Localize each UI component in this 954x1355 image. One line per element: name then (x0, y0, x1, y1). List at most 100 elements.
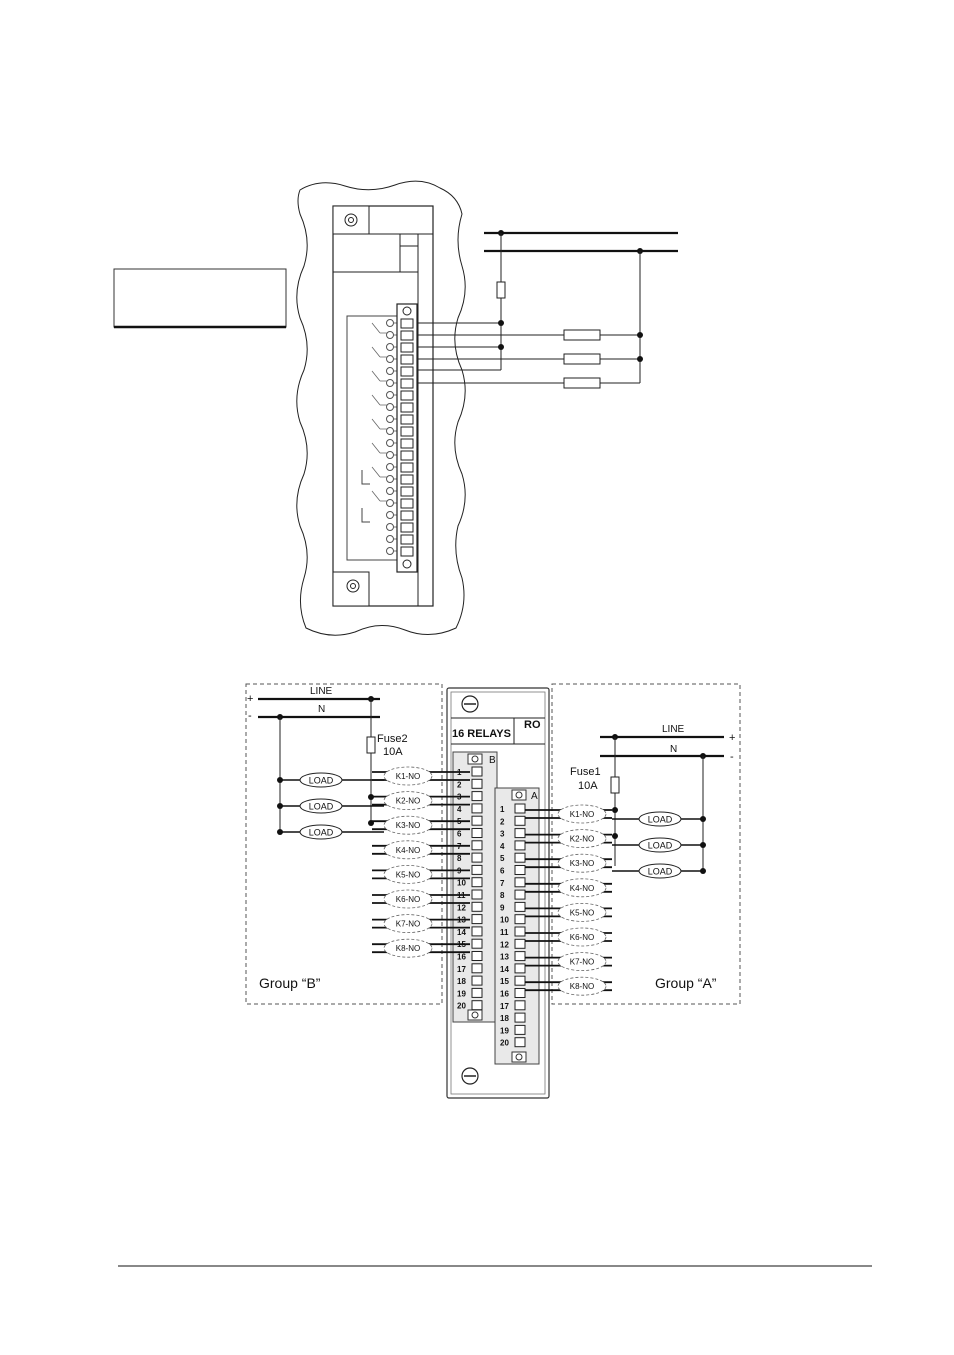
top-wiring-diagram (113, 180, 678, 636)
terminal-number: 19 (457, 989, 466, 998)
terminal-screw (471, 963, 483, 974)
relay-contact-symbol (371, 442, 387, 454)
terminal-screw (471, 803, 483, 814)
top-terminal (400, 402, 414, 413)
top-terminal (400, 534, 414, 545)
terminal-screw (514, 926, 526, 937)
terminal-screw (514, 852, 526, 863)
load-label: LOAD (309, 802, 334, 812)
terminal-screw (514, 840, 526, 851)
relay-contact-symbol (371, 490, 387, 502)
terminal-screw (471, 791, 483, 802)
top-terminal (400, 414, 414, 425)
terminal-number: 7 (500, 879, 505, 888)
top-load-1 (563, 329, 601, 341)
contact-terminal (386, 511, 394, 519)
line-label-a: LINE (662, 724, 685, 735)
terminal-screw (514, 815, 526, 826)
contact-terminal (386, 367, 394, 375)
top-terminal (400, 426, 414, 437)
top-terminal (400, 378, 414, 389)
terminal-number: 20 (457, 1002, 466, 1011)
terminal-screw (514, 901, 526, 912)
contact-terminal (386, 331, 394, 339)
load (299, 798, 343, 814)
terminal-number: 8 (500, 891, 505, 900)
top-load-2 (563, 353, 601, 365)
relay-label: K3-NO (396, 821, 420, 830)
relay-contact (383, 938, 433, 958)
terminal-number: 15 (500, 977, 509, 986)
top-terminal (400, 522, 414, 533)
load (638, 863, 682, 879)
terminal-number: 12 (500, 940, 509, 949)
fuse2 (366, 736, 376, 754)
module-title: 16 RELAYS (452, 728, 511, 740)
top-terminal (400, 462, 414, 473)
connector-b-label: B (489, 755, 496, 766)
terminal-number: 9 (500, 903, 505, 912)
relay-contact-symbol (371, 394, 387, 406)
fuse2-rating: 10A (383, 746, 403, 758)
terminal-number: 16 (457, 953, 466, 962)
terminal-number: 17 (500, 1002, 509, 1011)
plus-sign-b: + (247, 693, 253, 705)
top-screw-icon (344, 213, 358, 227)
terminal-screw (471, 852, 483, 863)
top-terminal (400, 354, 414, 365)
terminal-screw (514, 951, 526, 962)
load-label: LOAD (309, 776, 334, 786)
relay-contact (383, 791, 433, 810)
fuse2-name: Fuse2 (377, 733, 408, 745)
relay-contact-symbol (371, 418, 387, 430)
junction (368, 794, 374, 800)
relay-label: K2-NO (396, 797, 420, 806)
group-b-label: Group “B” (259, 975, 321, 991)
contact-terminal (386, 499, 394, 507)
terminal-screw (514, 1000, 526, 1011)
relay-contact (383, 889, 433, 909)
terminal-number: 4 (500, 842, 505, 851)
terminal-screw (514, 1037, 526, 1048)
bottom-screw-icon (346, 579, 360, 593)
terminal-number: 14 (500, 965, 509, 974)
terminal-screw (514, 988, 526, 998)
top-terminal (400, 450, 414, 461)
neutral-label-a: N (670, 744, 677, 755)
contact-terminal (386, 475, 394, 483)
relay-label: K1-NO (570, 810, 594, 819)
relay-contact-symbol (371, 466, 387, 478)
terminal-number: 6 (457, 830, 462, 839)
terminal-number: 12 (457, 903, 466, 912)
relay-contact (383, 840, 433, 860)
minus-sign-a: - (730, 751, 734, 763)
top-terminal (400, 390, 414, 401)
junction (277, 803, 283, 809)
terminal-screw (471, 926, 483, 937)
top-terminal (400, 330, 414, 341)
terminal-screw (514, 975, 526, 986)
terminal-number: 18 (457, 977, 466, 986)
relay-contact (557, 878, 607, 898)
load (299, 824, 343, 840)
terminal-screw (471, 1000, 483, 1011)
top-terminal (400, 318, 414, 329)
relay-contact (557, 853, 607, 873)
terminal-screw (514, 963, 526, 974)
fuse1-name: Fuse1 (570, 766, 601, 778)
contact-terminal (386, 463, 394, 471)
terminal-screw (471, 987, 483, 998)
group-b-box (245, 683, 443, 1005)
plus-sign-a: + (729, 732, 735, 744)
terminal-screw (471, 815, 483, 826)
torn-paper-outline (296, 180, 466, 636)
top-terminal (400, 366, 414, 377)
top-terminal (400, 510, 414, 521)
minus-sign-b: - (248, 710, 252, 722)
neutral-label-b: N (318, 704, 325, 715)
top-terminal (400, 474, 414, 485)
